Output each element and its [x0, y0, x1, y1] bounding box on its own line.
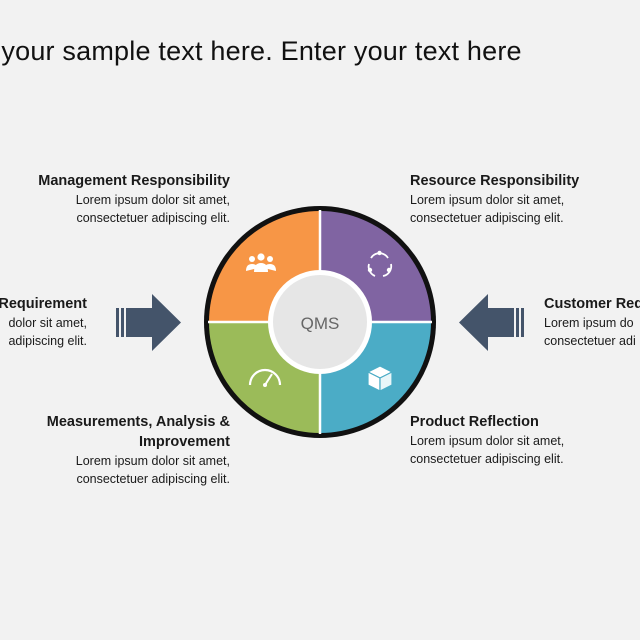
measurements-block: Measurements, Analysis & Improvement Lor… [47, 412, 230, 488]
customer-block: Customer Req Lorem ipsum do consectetuer… [544, 294, 640, 350]
management-body-line2: consectetuer adipiscing elit. [76, 211, 230, 225]
requirement-block: Requirement dolor sit amet, adipiscing e… [0, 294, 87, 350]
right-arrow-icon [459, 294, 524, 351]
customer-body-line1: Lorem ipsum do [544, 316, 634, 330]
center-label: QMS [301, 314, 340, 333]
measurements-title-line2: Improvement [138, 434, 230, 450]
product-body-line2: consectetuer adipiscing elit. [410, 452, 564, 466]
gauge-icon [248, 368, 282, 387]
resource-body-line2: consectetuer adipiscing elit. [410, 211, 564, 225]
product-title: Product Reflection [410, 414, 539, 430]
resource-title: Resource Responsibility [410, 173, 580, 189]
cycle-icon [367, 250, 393, 277]
box-icon [366, 365, 394, 392]
left-arrow-icon [116, 294, 181, 351]
product-body-line1: Lorem ipsum dolor sit amet, [410, 434, 565, 448]
measurements-title-line1: Measurements, Analysis & [46, 414, 230, 430]
customer-title: Customer Req [544, 296, 640, 312]
management-body-line1: Lorem ipsum dolor sit amet, [75, 193, 230, 207]
requirement-body-line1: dolor sit amet, [8, 316, 87, 330]
management-block: Management Responsibility Lorem ipsum do… [38, 171, 230, 227]
product-block: Product Reflection Lorem ipsum dolor sit… [410, 412, 564, 468]
measurements-body-line1: Lorem ipsum dolor sit amet, [75, 454, 230, 468]
customer-body-line2: consectetuer adi [544, 334, 636, 348]
management-title: Management Responsibility [38, 173, 230, 189]
headline-text: s your sample text here. Enter your text… [0, 36, 522, 66]
requirement-body-line2: adipiscing elit. [8, 334, 87, 348]
resource-block: Resource Responsibility Lorem ipsum dolo… [410, 171, 579, 227]
center-circle [273, 275, 367, 369]
resource-body-line1: Lorem ipsum dolor sit amet, [410, 193, 565, 207]
people-icon [246, 253, 276, 272]
requirement-title: Requirement [0, 296, 87, 312]
measurements-body-line2: consectetuer adipiscing elit. [76, 472, 230, 486]
